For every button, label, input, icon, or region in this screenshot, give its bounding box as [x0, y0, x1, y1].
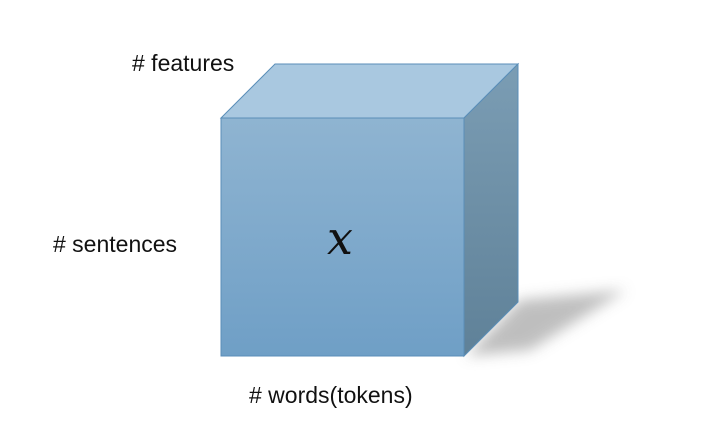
- features-axis-label: # features: [132, 50, 234, 76]
- variable-x-label: x: [327, 211, 353, 265]
- sentences-axis-label: # sentences: [53, 231, 177, 257]
- words-axis-label: # words(tokens): [249, 382, 413, 408]
- cube-front-face: [220, 117, 465, 357]
- cube-shadow: [466, 290, 626, 356]
